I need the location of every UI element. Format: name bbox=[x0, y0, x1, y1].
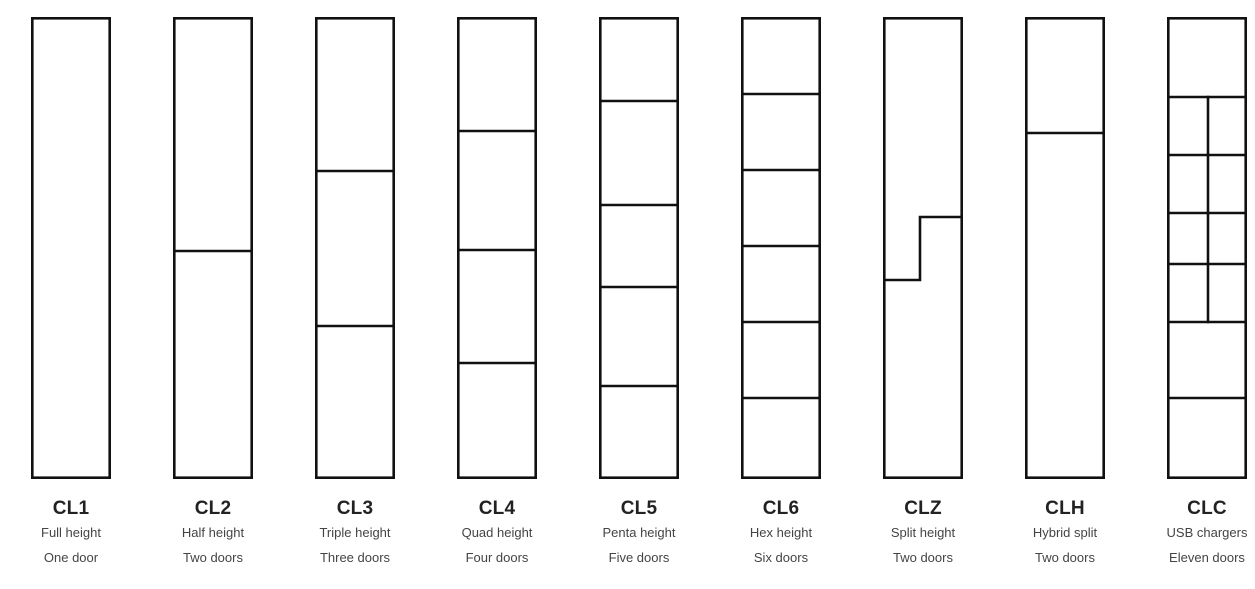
locker-body bbox=[172, 16, 254, 479]
locker-height-label: Split height bbox=[890, 525, 956, 540]
locker-body bbox=[30, 16, 112, 479]
locker-outline-cl2 bbox=[172, 16, 254, 479]
locker-outline-clh bbox=[1024, 16, 1106, 479]
locker-door-label: Eleven doors bbox=[1169, 550, 1245, 565]
locker-body bbox=[456, 16, 538, 479]
locker-diagram[interactable] bbox=[740, 16, 822, 479]
locker-body bbox=[314, 16, 396, 479]
locker-outline-cl4 bbox=[456, 16, 538, 479]
locker-diagram[interactable] bbox=[456, 16, 538, 479]
locker-dividers bbox=[882, 215, 963, 282]
locker-diagram[interactable] bbox=[598, 16, 680, 479]
locker-outline-clz bbox=[882, 16, 964, 479]
locker-dividers bbox=[598, 99, 679, 388]
locker-diagram[interactable] bbox=[1024, 16, 1106, 479]
locker-dividers bbox=[1166, 95, 1247, 400]
locker-height-label: Penta height bbox=[602, 525, 676, 540]
locker-diagram[interactable] bbox=[1166, 16, 1248, 479]
locker-height-label: Hybrid split bbox=[1032, 525, 1098, 540]
locker-code: CL2 bbox=[194, 498, 232, 519]
locker-code: CLZ bbox=[904, 498, 942, 519]
locker-code: CL1 bbox=[52, 498, 90, 519]
locker-door-label: Six doors bbox=[753, 550, 809, 565]
locker-code: CL6 bbox=[762, 498, 800, 519]
locker-door-label: Two doors bbox=[1035, 550, 1095, 565]
locker-code: CL4 bbox=[478, 498, 516, 519]
locker-diagram[interactable] bbox=[30, 16, 112, 479]
locker-diagram[interactable] bbox=[172, 16, 254, 479]
locker-body bbox=[882, 16, 964, 479]
locker-door-label: Five doors bbox=[608, 550, 670, 565]
locker-outline-clc bbox=[1166, 16, 1248, 479]
locker-body bbox=[740, 16, 822, 479]
locker-dividers bbox=[314, 169, 395, 328]
locker-height-label: Quad height bbox=[461, 525, 533, 540]
locker-body bbox=[598, 16, 680, 479]
locker-height-label: Full height bbox=[41, 525, 101, 540]
locker-height-label: Hex height bbox=[749, 525, 813, 540]
locker-body bbox=[1024, 16, 1106, 479]
locker-door-label: Four doors bbox=[465, 550, 529, 565]
locker-code: CLC bbox=[1187, 498, 1227, 519]
locker-height-label: USB chargers bbox=[1166, 525, 1248, 540]
locker-dividers bbox=[740, 92, 821, 400]
locker-dividers bbox=[456, 129, 537, 365]
locker-diagram[interactable] bbox=[314, 16, 396, 479]
locker-code: CL5 bbox=[620, 498, 658, 519]
locker-outline-cl3 bbox=[314, 16, 396, 479]
locker-height-label: Triple height bbox=[319, 525, 391, 540]
z-divider bbox=[882, 215, 963, 282]
locker-door-label: One door bbox=[43, 550, 99, 565]
locker-code: CLH bbox=[1045, 498, 1085, 519]
locker-door-label: Two doors bbox=[183, 550, 243, 565]
locker-outline-cl5 bbox=[598, 16, 680, 479]
locker-height-label: Half height bbox=[181, 525, 245, 540]
locker-outline-cl1 bbox=[30, 16, 112, 479]
locker-diagram[interactable] bbox=[882, 16, 964, 479]
locker-code: CL3 bbox=[336, 498, 374, 519]
locker-door-label: Three doors bbox=[319, 550, 391, 565]
locker-door-label: Two doors bbox=[893, 550, 953, 565]
locker-outline-cl6 bbox=[740, 16, 822, 479]
